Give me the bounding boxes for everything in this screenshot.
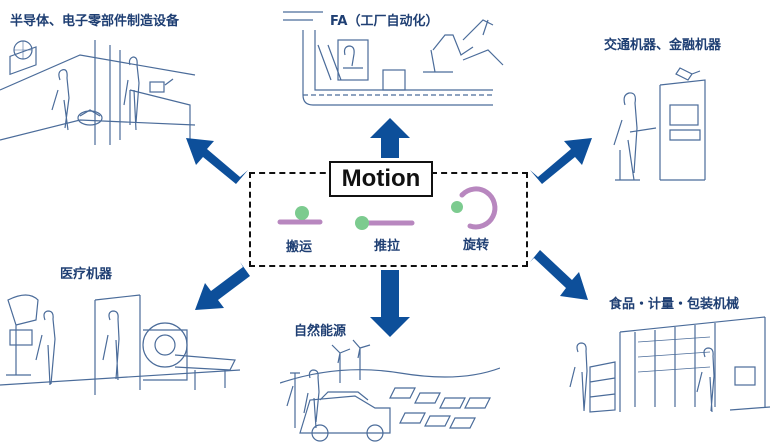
transport-finance-scene-illustration [600, 60, 710, 190]
motion-title: Motion [329, 161, 433, 197]
natural-energy-scene-illustration [280, 338, 500, 445]
arrow-down-left [195, 262, 250, 310]
arrow-up-left [186, 138, 248, 184]
food-packaging-scene-illustration [560, 312, 773, 417]
medical-scene-illustration [0, 285, 240, 405]
convey-label: 搬运 [286, 240, 313, 255]
label-semiconductor: 半导体、电子零部件制造设备 [10, 14, 180, 29]
factory-automation-scene-illustration [283, 0, 508, 115]
semiconductor-scene-illustration [0, 30, 200, 155]
label-medical: 医疗机器 [60, 267, 113, 282]
label-transport-finance: 交通机器、金融机器 [604, 38, 722, 53]
rotate-label: 旋转 [463, 238, 490, 253]
arrow-up-right [530, 138, 592, 184]
label-natural-energy: 自然能源 [294, 324, 347, 339]
arrows [186, 118, 592, 337]
label-food-packaging: 食品・计量・包装机械 [609, 297, 740, 312]
rotate-symbol [451, 186, 498, 230]
label-factory-automation: FA（工厂自动化） [330, 14, 439, 29]
push-pull-symbol [355, 216, 415, 230]
push-pull-label: 推拉 [374, 239, 401, 254]
arrow-down [370, 270, 410, 337]
arrow-down-right [530, 250, 588, 300]
arrow-up [370, 118, 410, 158]
convey-symbol [277, 206, 323, 225]
